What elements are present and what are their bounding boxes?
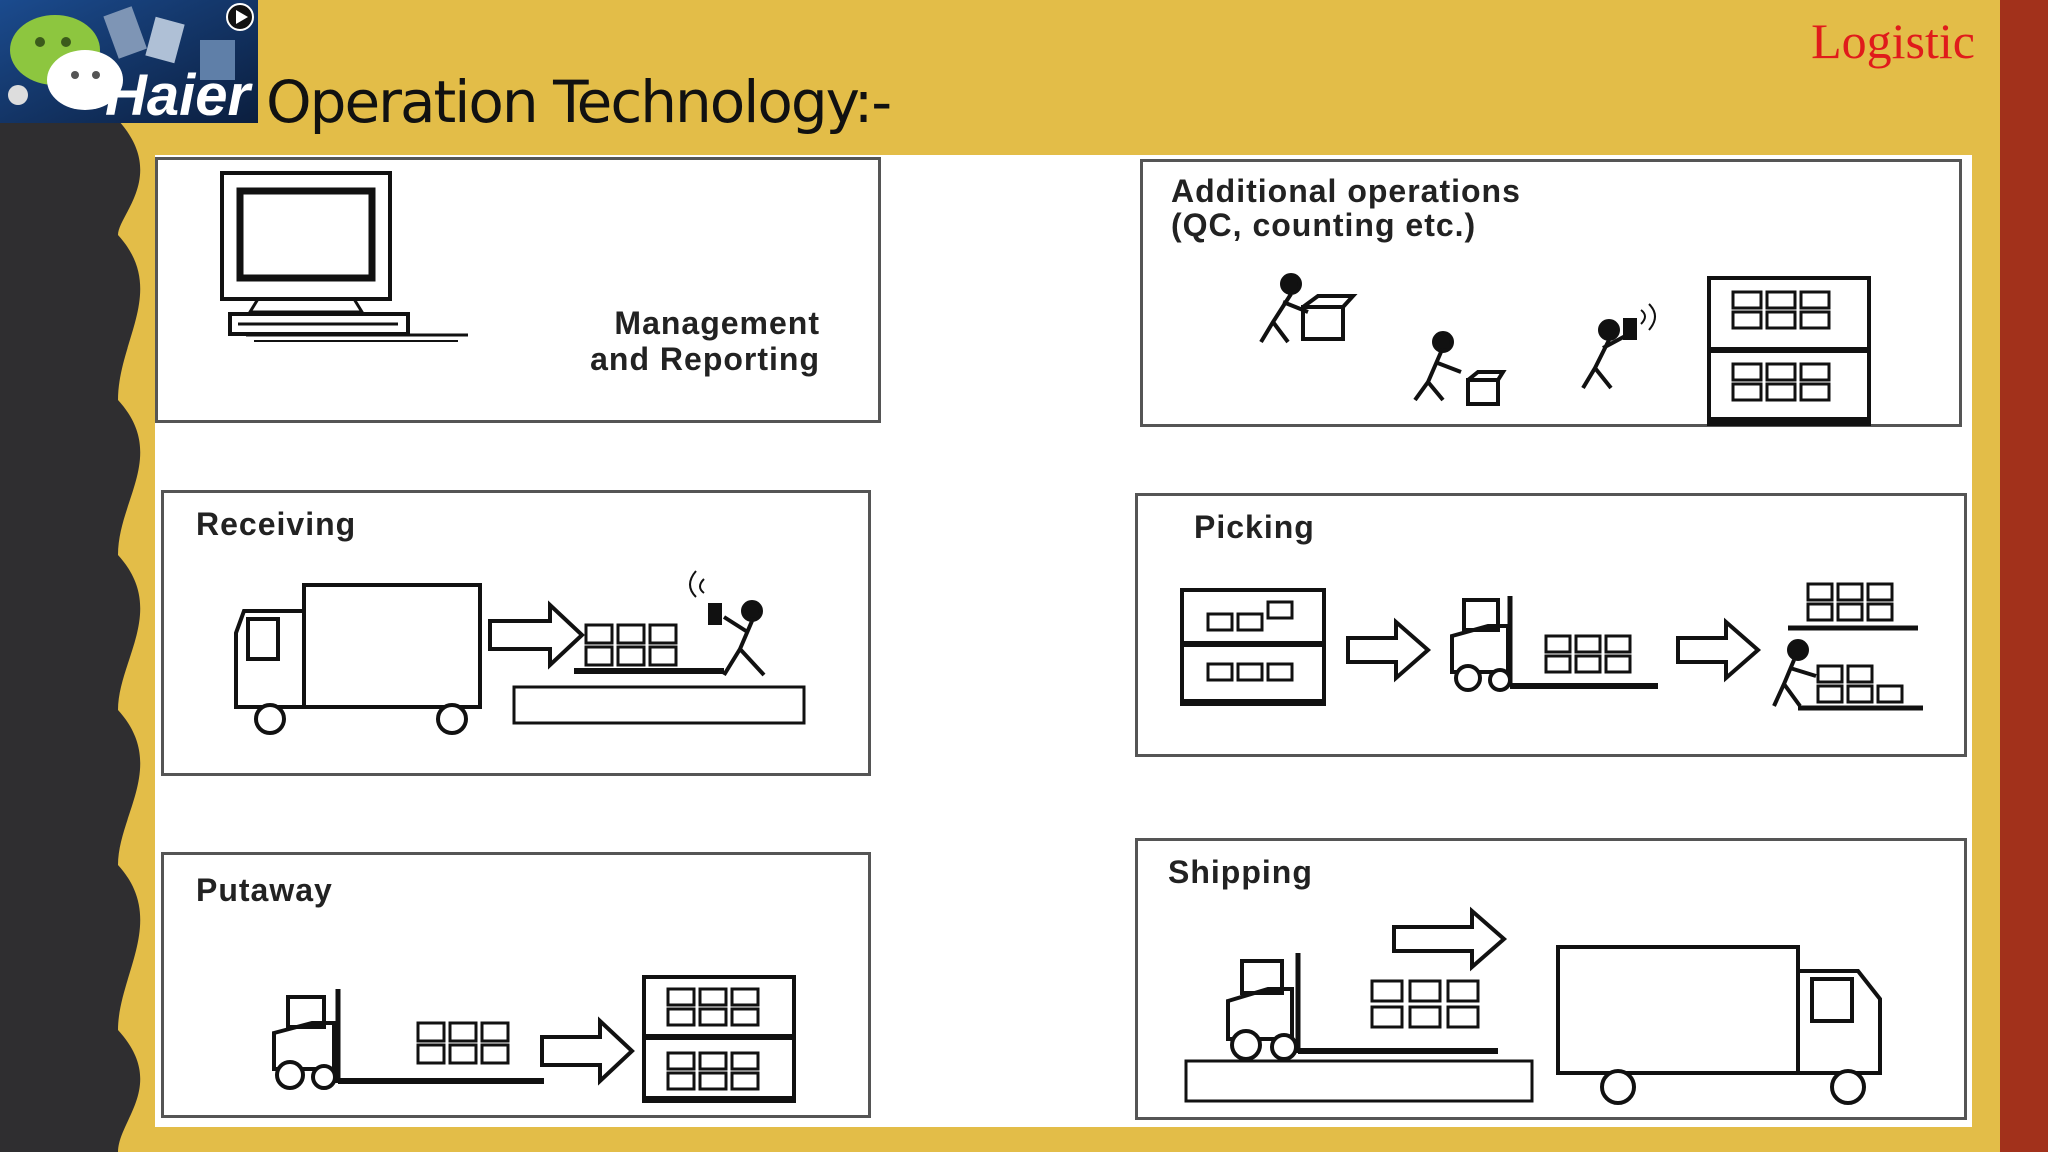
panel-additional-operations: Additional operations (QC, counting etc.… xyxy=(1140,159,1962,427)
forklift-icon xyxy=(272,989,544,1090)
shelf-icon xyxy=(1180,588,1326,706)
picking-label: Picking xyxy=(1194,509,1315,545)
shelf-boxes-icon xyxy=(1788,582,1923,711)
section-tag: Logistic xyxy=(1811,13,1975,69)
play-icon xyxy=(226,3,254,31)
worker-scanner-icon xyxy=(1581,303,1656,390)
panel-shipping: Shipping xyxy=(1135,838,1967,1120)
pallet-boxes-icon xyxy=(574,623,724,674)
panel-management: Management and Reporting xyxy=(155,157,881,423)
slide-title: Operation Technology:- xyxy=(266,68,892,136)
chat-bubble-icon xyxy=(10,15,123,110)
arrow-icon xyxy=(1676,617,1762,683)
left-wave-band xyxy=(0,0,141,1152)
additional-label-line2: (QC, counting etc.) xyxy=(1171,207,1477,243)
panel-receiving: Receiving xyxy=(161,490,871,776)
haier-logo-text: Haier xyxy=(105,63,254,123)
computer-icon xyxy=(220,171,468,342)
panel-picking: Picking xyxy=(1135,493,1967,757)
putaway-label: Putaway xyxy=(196,872,333,908)
shelf-icon xyxy=(642,975,796,1103)
warehouse-diagram: Management and Reporting Additional oper… xyxy=(155,155,1972,1127)
worker-picking-icon xyxy=(1772,639,1817,708)
pallet-boxes-icon xyxy=(1544,634,1632,674)
arrow-icon xyxy=(540,1016,635,1086)
receiving-label: Receiving xyxy=(196,506,357,542)
pallet-boxes-icon xyxy=(416,1021,510,1065)
arrow-icon xyxy=(1346,617,1432,683)
arrow-icon xyxy=(1392,906,1508,972)
management-label-line2: and Reporting xyxy=(590,341,820,377)
worker-qc-icon xyxy=(1413,331,1507,406)
additional-label-line1: Additional operations xyxy=(1171,173,1521,209)
dock-platform xyxy=(512,685,806,725)
shipping-label: Shipping xyxy=(1168,854,1313,890)
forklift-icon xyxy=(1450,596,1658,692)
dock-platform xyxy=(1184,1059,1534,1103)
worker-box-icon xyxy=(1259,273,1358,344)
pallet-boxes-icon xyxy=(1370,979,1480,1029)
right-accent-strip xyxy=(2000,0,2048,1152)
worker-scanner-icon xyxy=(689,570,766,677)
truck-icon xyxy=(1556,945,1882,1105)
management-label-line1: Management xyxy=(614,305,820,341)
truck-icon xyxy=(234,583,482,735)
forklift-icon xyxy=(1226,953,1498,1061)
panel-putaway: Putaway xyxy=(161,852,871,1118)
shelf-icon xyxy=(1707,276,1871,426)
arrow-icon xyxy=(488,600,585,670)
haier-logo: Haier xyxy=(0,0,258,128)
